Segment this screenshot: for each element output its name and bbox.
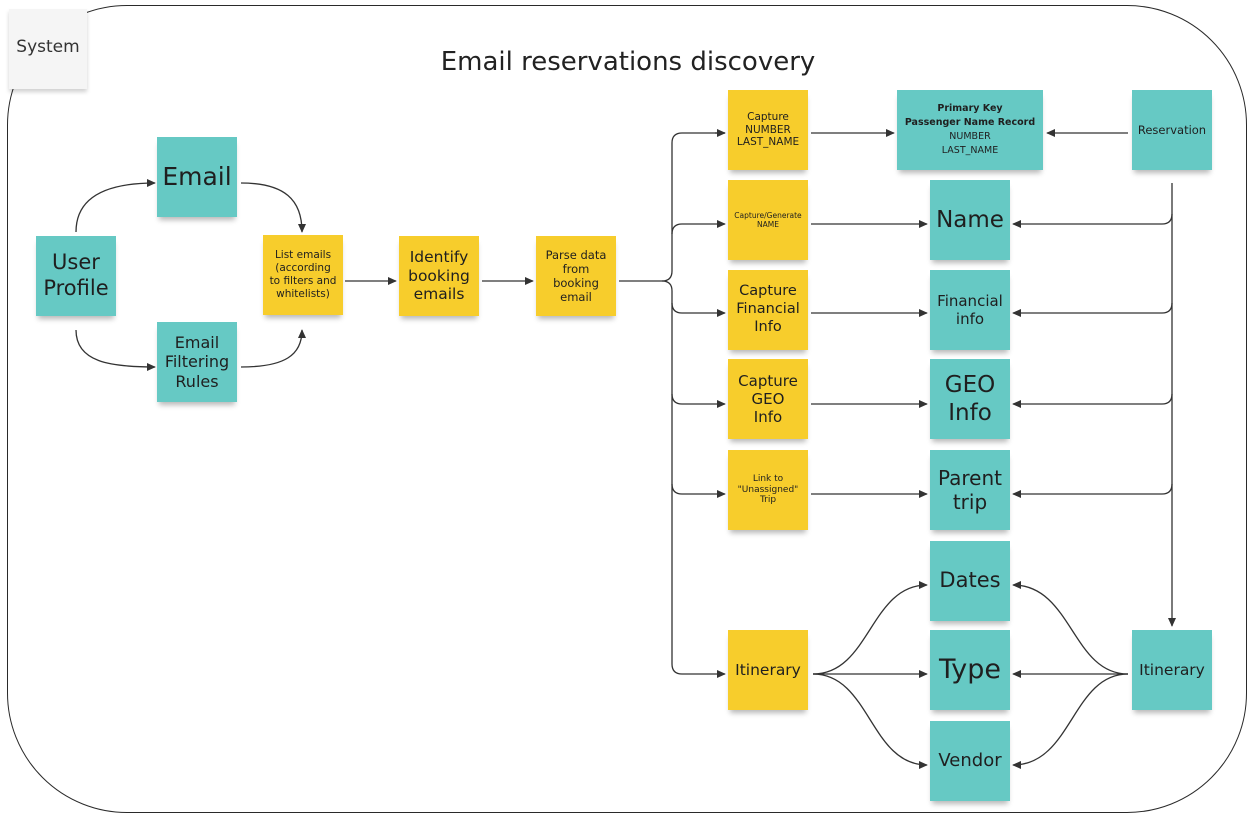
- arrow-to-link-trip: [671, 483, 726, 499]
- arrow-itin-entity-to-dates: [1012, 580, 1129, 675]
- note-financial-info[interactable]: Financial info: [930, 270, 1010, 350]
- arrow-to-capture-financial: [671, 302, 726, 318]
- diagram-title: Email reservations discovery: [440, 47, 816, 77]
- arrow-rules-to-list: [240, 329, 307, 368]
- primary-key-field-last-name: LAST_NAME: [941, 144, 999, 156]
- bus-vertical-down: [661, 280, 726, 679]
- note-itinerary-step[interactable]: Itinerary: [728, 630, 808, 710]
- arrow-reservation-to-financial: [1012, 302, 1173, 318]
- system-boundary: [7, 5, 1247, 813]
- note-reservation[interactable]: Reservation: [1132, 90, 1212, 170]
- system-label: System: [9, 9, 87, 89]
- note-user-profile[interactable]: User Profile: [36, 236, 116, 316]
- note-itinerary-entity[interactable]: Itinerary: [1132, 630, 1212, 710]
- note-capture-generate-name[interactable]: Capture/Generate NAME: [728, 180, 808, 260]
- note-type[interactable]: Type: [930, 630, 1010, 710]
- arrow-itinerary-to-vendor: [812, 673, 928, 770]
- arrow-itin-entity-to-vendor: [1012, 673, 1129, 770]
- note-email-filtering-rules[interactable]: Email Filtering Rules: [157, 322, 237, 402]
- note-geo-info[interactable]: GEO Info: [930, 359, 1010, 439]
- arrow-to-capture-name: [671, 219, 726, 235]
- arrow-profile-to-filtering-rules: [75, 329, 156, 372]
- arrow-email-to-list: [240, 182, 307, 233]
- arrow-to-capture-geo: [671, 393, 726, 409]
- note-name[interactable]: Name: [930, 180, 1010, 260]
- note-capture-geo-info[interactable]: Capture GEO Info: [728, 359, 808, 439]
- arrow-reservation-to-parent: [1012, 483, 1173, 499]
- note-link-unassigned-trip[interactable]: Link to "Unassigned" Trip: [728, 450, 808, 530]
- note-parse-data[interactable]: Parse data from booking email: [536, 236, 616, 316]
- note-capture-number[interactable]: Capture NUMBER LAST_NAME: [728, 90, 808, 170]
- primary-key-subtitle: Passenger Name Record: [904, 117, 1036, 129]
- note-email[interactable]: Email: [157, 137, 237, 217]
- note-list-emails[interactable]: List emails (according to filters and wh…: [263, 235, 343, 315]
- arrow-reservation-to-name: [1012, 213, 1173, 229]
- note-capture-financial-info[interactable]: Capture Financial Info: [728, 270, 808, 350]
- primary-key-title: Primary Key: [937, 103, 1003, 115]
- arrow-itinerary-to-dates: [812, 580, 928, 675]
- primary-key-field-number: NUMBER: [949, 131, 991, 142]
- note-dates[interactable]: Dates: [930, 541, 1010, 621]
- note-identify-booking-emails[interactable]: Identify booking emails: [399, 236, 479, 316]
- arrow-reservation-to-geo: [1012, 393, 1173, 409]
- arrow-profile-to-email: [75, 178, 156, 233]
- note-vendor[interactable]: Vendor: [930, 721, 1010, 801]
- note-parent-trip[interactable]: Parent trip: [930, 450, 1010, 530]
- note-primary-key[interactable]: Primary Key Passenger Name Record NUMBER…: [897, 90, 1043, 170]
- bus-parse-to-captures: [619, 132, 725, 282]
